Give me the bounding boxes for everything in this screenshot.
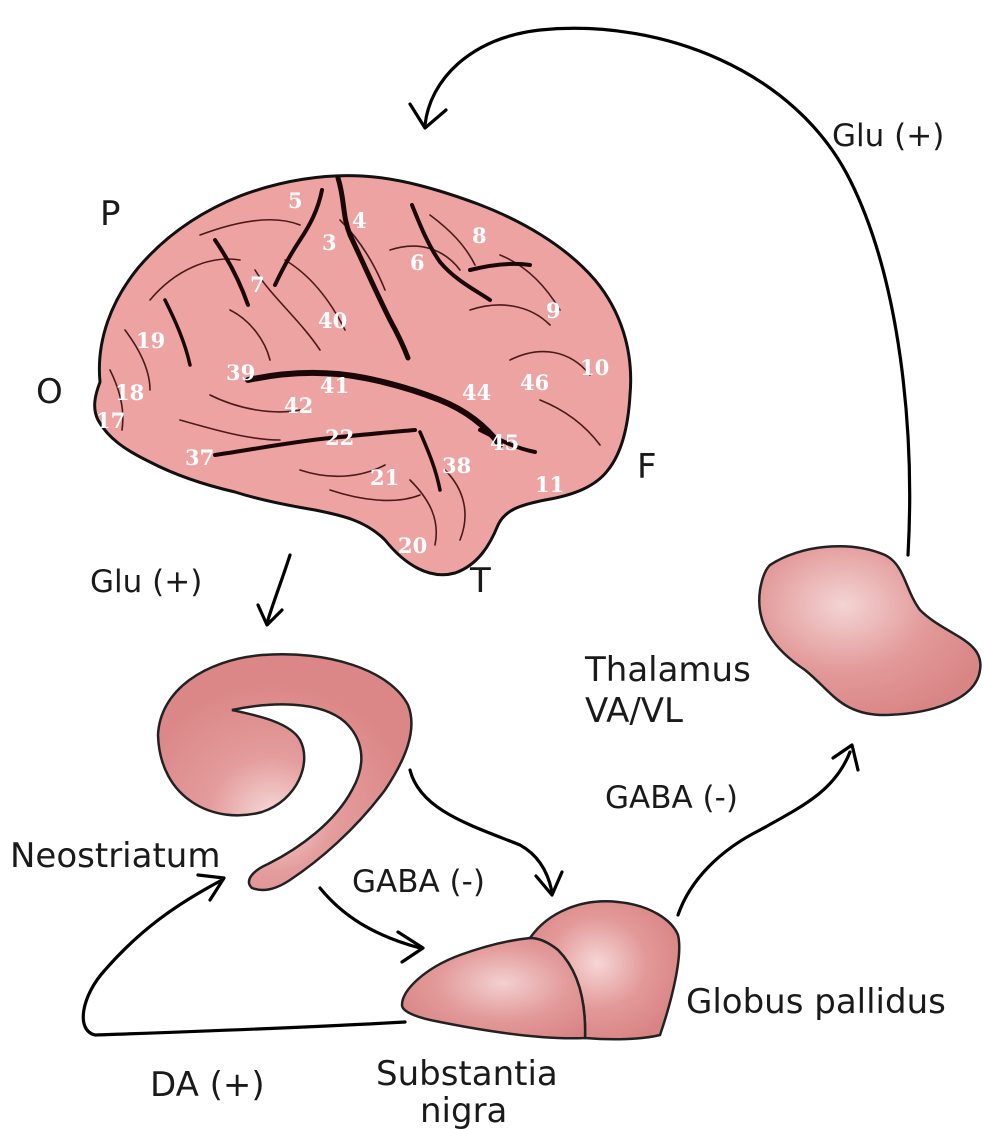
glu-label-corticostriatal: Glu (+) (90, 564, 202, 600)
brain-illustration (95, 176, 631, 575)
area-number: 5 (288, 188, 303, 213)
area-number: 17 (96, 408, 125, 433)
area-number: 42 (284, 393, 313, 418)
area-number: 40 (318, 308, 347, 333)
da-label: DA (+) (150, 1065, 265, 1105)
area-number: 45 (490, 430, 519, 455)
substantia-nigra-label-line2: nigra (420, 1091, 507, 1129)
neostriatum-label: Neostriatum (10, 836, 220, 876)
substantia-nigra-shape (402, 938, 585, 1038)
thalamus-label-line1: Thalamus (584, 650, 751, 690)
area-number: 19 (136, 328, 165, 353)
gaba-label-pallidothalamic: GABA (-) (605, 780, 738, 816)
area-number: 44 (462, 380, 491, 405)
area-number: 8 (472, 223, 487, 248)
area-number: 37 (185, 445, 214, 470)
area-number: 22 (325, 425, 354, 450)
lobe-label-parietal: P (100, 194, 121, 234)
area-number: 20 (398, 533, 427, 558)
area-number: 18 (115, 380, 144, 405)
lobe-label-temporal: T (469, 561, 491, 601)
area-number: 4 (352, 208, 367, 233)
thalamus-label-line2: VA/VL (585, 691, 683, 731)
area-number: 39 (226, 360, 255, 385)
area-number: 6 (410, 250, 425, 275)
area-number: 3 (322, 230, 337, 255)
lobe-label-frontal: F (637, 447, 657, 487)
glu-label-thalamocortical: Glu (+) (832, 118, 944, 154)
lobe-label-occipital: O (36, 372, 63, 412)
substantia-nigra-label-line1: Substantia (376, 1054, 558, 1094)
area-number: 46 (520, 370, 549, 395)
arrow-globus-pallidus-to-thalamus (678, 745, 858, 915)
area-number: 21 (370, 465, 399, 490)
globus-pallidus-label: Globus pallidus (686, 982, 946, 1022)
area-number: 9 (546, 298, 561, 323)
area-number: 38 (442, 453, 471, 478)
gaba-label-striatal-output: GABA (-) (352, 864, 485, 900)
area-number: 10 (580, 355, 609, 380)
area-number: 7 (250, 272, 265, 297)
area-number: 11 (535, 472, 564, 497)
area-number: 41 (320, 373, 349, 398)
thalamus-shape (759, 546, 980, 715)
arrow-cortex-to-striatum (258, 555, 290, 625)
